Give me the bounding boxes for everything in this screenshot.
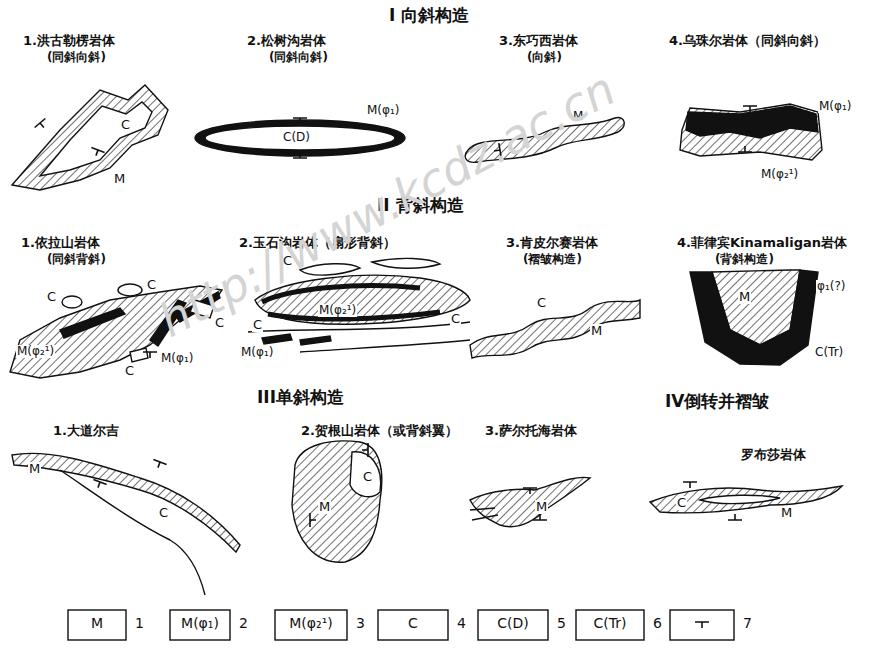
section-heading: 4.乌珠尔岩体（同斜向斜） xyxy=(668,34,827,48)
rock-label: C xyxy=(146,278,157,292)
rock-label: C xyxy=(46,290,57,304)
rock-label: C xyxy=(362,470,373,484)
rock-label: M(φ₂¹) xyxy=(288,616,333,631)
rock-label: M(φ₁) xyxy=(240,346,274,359)
rock-label: C(Tr) xyxy=(593,616,628,631)
legend-number: 2 xyxy=(238,616,249,631)
rock-label: C xyxy=(536,296,547,310)
rock-label: M(φ₁) xyxy=(818,100,852,113)
section-heading: 3.萨尔托海岩体 xyxy=(484,424,578,438)
rock-label: C xyxy=(407,616,419,631)
rock-label: C(D) xyxy=(282,131,311,144)
section-heading: 1.依拉山岩体 xyxy=(20,236,101,250)
section-heading: 3.肯皮尔赛岩体 xyxy=(505,236,599,250)
rock-label: M xyxy=(738,290,751,304)
rock-label: M xyxy=(318,500,331,514)
rock-label: M(φ₂¹) xyxy=(16,345,55,358)
rock-label: M(φ₁) xyxy=(160,352,194,365)
section-heading: 1.大道尔吉 xyxy=(52,424,120,438)
rock-label: M xyxy=(535,500,548,514)
rock-label: C(Tr) xyxy=(814,346,844,359)
legend-number: 1 xyxy=(134,616,145,631)
legend-number: 7 xyxy=(742,616,753,631)
section-heading: (背斜构造) xyxy=(714,253,775,266)
rock-label: C xyxy=(676,496,687,510)
rock-label: M(φ₁) xyxy=(366,104,400,117)
rock-label: C xyxy=(124,364,135,378)
rock-label: C xyxy=(158,506,169,520)
section-heading: (同斜背斜) xyxy=(46,253,107,266)
section-heading: 罗布莎岩体 xyxy=(740,448,807,462)
rock-label: M xyxy=(113,172,126,186)
rock-label: M(φ₁) xyxy=(180,616,220,631)
section-heading: (同斜向斜) xyxy=(46,51,107,64)
section-heading: 1.洪古勒楞岩体 xyxy=(22,34,116,48)
section-heading: (向斜) xyxy=(526,51,563,64)
section-heading: 2.松树沟岩体 xyxy=(246,34,327,48)
section-heading: I 向斜构造 xyxy=(388,6,470,25)
section-heading: IV倒转并褶皱 xyxy=(664,392,770,411)
legend-number: 5 xyxy=(556,616,567,631)
section-heading: (褶皱构造) xyxy=(522,253,583,266)
legend-number: 3 xyxy=(355,616,366,631)
rock-label: φ₁(?) xyxy=(816,280,846,293)
rock-label: C xyxy=(450,312,461,326)
section-heading: (同斜向斜) xyxy=(268,51,329,64)
rock-label: M(φ₂¹) xyxy=(318,304,357,317)
rock-label: M xyxy=(590,324,603,338)
section-heading: 2.贺根山岩体（或背斜翼） xyxy=(300,424,459,438)
rock-label: C(D) xyxy=(496,616,529,631)
section-heading: 4.菲律宾Kinamaligan岩体 xyxy=(676,236,848,250)
rock-label: M xyxy=(90,616,104,631)
legend-number: 4 xyxy=(456,616,467,631)
rock-label: M(φ₂¹) xyxy=(760,168,799,181)
rock-label: C xyxy=(252,318,263,332)
legend-number: 6 xyxy=(652,616,663,631)
rock-label: M xyxy=(780,506,793,520)
section-heading: III单斜构造 xyxy=(256,388,345,407)
section-heading: 3.东巧西岩体 xyxy=(498,34,579,48)
rock-label: M xyxy=(28,462,41,476)
rock-label: C xyxy=(120,118,131,132)
